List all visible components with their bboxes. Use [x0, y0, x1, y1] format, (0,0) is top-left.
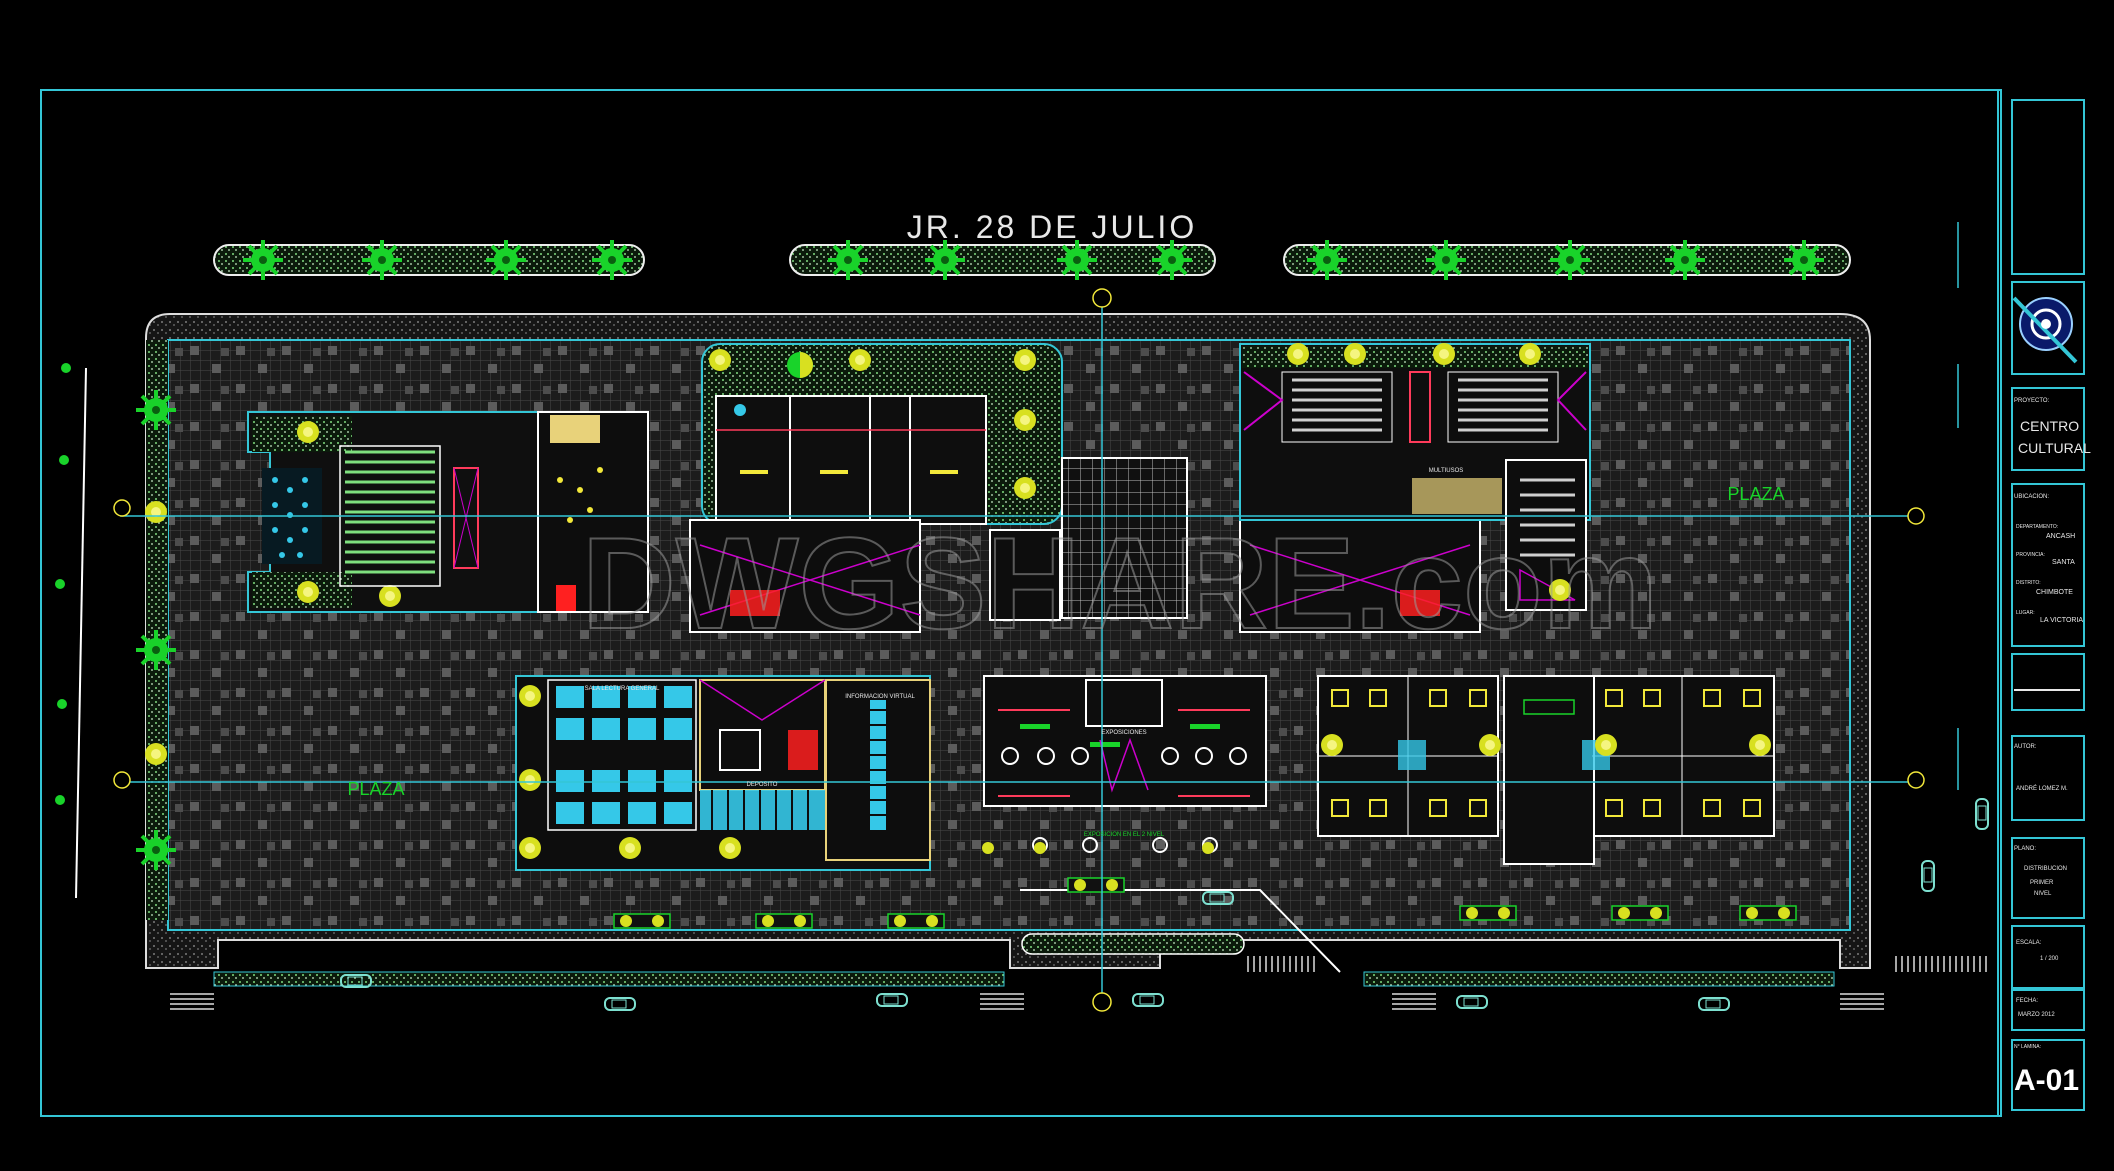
exhibitions-block: [983, 675, 1267, 853]
sheet-title-2: PRIMER: [2030, 880, 2054, 886]
project-label: PROYECTO:: [2014, 398, 2050, 404]
locality-label: LUGAR:: [2016, 610, 2035, 616]
street-label: JR. 28 DE JULIO: [907, 209, 1197, 245]
central-hall: [689, 519, 1481, 633]
title-block: [1997, 90, 2085, 1116]
locality-value: LA VICTORIA: [2040, 617, 2084, 624]
author-value: ANDRÉ LOMEZ M.: [2016, 786, 2068, 792]
parking-strip: [170, 798, 1989, 1011]
room-label-storage: DEPOSITO: [747, 782, 778, 788]
sheet-number-label: N° LAMINA:: [2014, 1044, 2042, 1050]
room-label-multiuse: MULTIUSOS: [1429, 468, 1464, 474]
plaza-label-right: PLAZA: [1727, 484, 1784, 504]
date-label: FECHA:: [2016, 998, 2039, 1004]
southeast-workshops: [1317, 675, 1775, 865]
province-label: PROVINCIA:: [2016, 552, 2045, 558]
scale-value: 1 / 200: [2040, 956, 2059, 962]
grid-axes: [113, 222, 1959, 1012]
date-value: MARZO 2012: [2018, 1012, 2055, 1018]
library-block: [515, 675, 931, 871]
room-label-virtual: INFORMACION VIRTUAL: [845, 694, 915, 700]
sheet-title-3: NIVEL: [2034, 891, 2052, 897]
district-label: DISTRITO:: [2016, 580, 2041, 586]
left-shrubs: [55, 363, 71, 805]
sheet-number: A-01: [2014, 1064, 2080, 1097]
province-value: SANTA: [2052, 559, 2075, 566]
author-label: AUTOR:: [2014, 744, 2037, 750]
logo: [2012, 296, 2078, 364]
scale-label: ESCALA:: [2016, 940, 2042, 946]
department-label: DEPARTAMENTO:: [2016, 524, 2059, 530]
department-value: ANCASH: [2046, 533, 2076, 540]
north-central-block: [701, 343, 1063, 525]
sheet-title-label: PLANO:: [2014, 846, 2037, 852]
district-value: CHIMBOTE: [2036, 589, 2073, 596]
sheet-title-1: DISTRIBUCION: [2024, 866, 2068, 872]
project-name-2: CULTURAL: [2018, 440, 2091, 456]
room-label-exhibitions: EXPOSICIONES: [1101, 730, 1146, 736]
plaza-label-left: PLAZA: [347, 779, 404, 799]
project-name-1: CENTRO: [2020, 418, 2080, 434]
room-label-exhibition-hall: EXPOSICION EN EL 2 NIVEL: [1084, 832, 1165, 838]
northeast-block: [1239, 343, 1591, 611]
location-label: UBICACION:: [2014, 494, 2050, 500]
street-planters: [213, 238, 1851, 282]
watermark: DWGSHARE.com: [582, 510, 1658, 656]
room-label-reading: SALA LECTURA GENERAL: [585, 686, 660, 692]
